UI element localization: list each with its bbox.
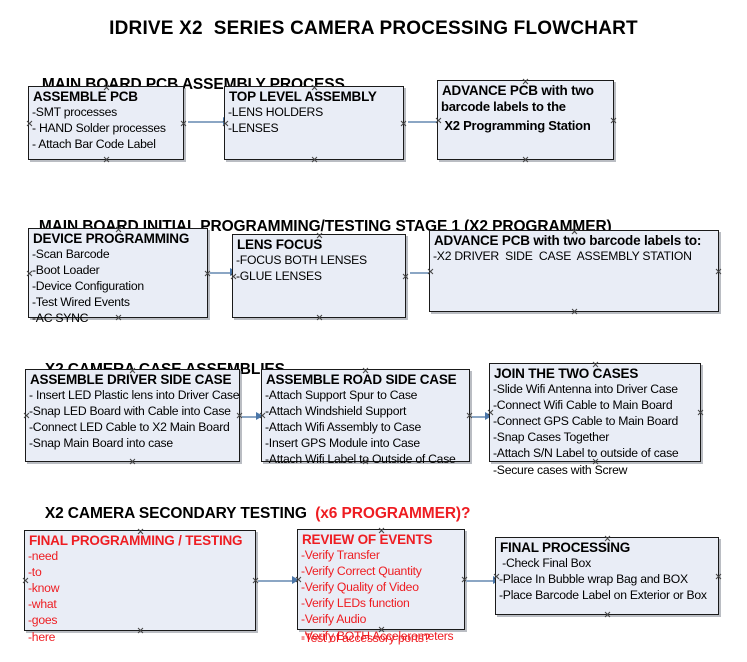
node-title: FINAL PROGRAMMING / TESTING xyxy=(29,533,243,548)
node-line: -Check Final Box xyxy=(499,556,591,571)
node-title: TOP LEVEL ASSEMBLY xyxy=(229,89,377,104)
node-title: FINAL PROCESSING xyxy=(500,540,631,555)
node-final-programming-testing[interactable]: FINAL PROGRAMMING / TESTING -need -to -k… xyxy=(24,530,256,644)
node-advance-pcb-to-x2-programming-station[interactable]: ADVANCE PCB with two barcode labels to t… xyxy=(437,80,614,160)
arrow-shaft xyxy=(188,120,223,123)
arrow-head xyxy=(485,412,492,420)
arrow-shaft xyxy=(242,415,256,418)
node-title: ADVANCE PCB with two xyxy=(442,83,594,98)
node-line: -AC SYNC xyxy=(32,311,89,326)
resize-handle-bottom[interactable] xyxy=(571,308,578,315)
node-line: -Verify Correct Quantity xyxy=(301,564,422,579)
section-heading-text: X2 CAMERA SECONDARY TESTING xyxy=(44,505,312,522)
node-title: ASSEMBLE ROAD SIDE CASE xyxy=(266,372,457,387)
node-line: -Snap Cases Together xyxy=(493,430,610,445)
node-line: -Attach Wifi Label to Outside of Case xyxy=(265,452,456,467)
node-title: REVIEW OF EVENTS xyxy=(302,532,433,547)
page-title: IDRIVE X2 SERIES CAMERA PROCESSING FLOWC… xyxy=(109,18,638,39)
node-line: -what xyxy=(28,597,57,612)
resize-handle-bottom[interactable] xyxy=(604,611,611,618)
node-line: -Attach Wifi Assembly to Case xyxy=(265,420,421,435)
arrow-shaft xyxy=(258,579,292,582)
arrow-shaft xyxy=(210,271,230,274)
resize-handle-bottom[interactable] xyxy=(129,458,136,465)
node-line: -know xyxy=(28,581,60,596)
node-overflow-line: -Test of accessory ports? xyxy=(301,631,431,645)
node-line: -LENS HOLDERS xyxy=(228,105,323,120)
node-line: -SMT processes xyxy=(32,105,117,120)
node-line: -Verify Audio xyxy=(301,612,367,627)
node-top-level-assembly[interactable]: TOP LEVEL ASSEMBLY -LENS HOLDERS -LENSES xyxy=(224,86,404,160)
arrow-shaft xyxy=(410,271,438,274)
resize-handle-right[interactable] xyxy=(715,268,722,275)
node-review-of-events[interactable]: REVIEW OF EVENTS -Verify Transfer -Verif… xyxy=(297,529,465,645)
node-line: -Attach S/N Label to outside of case xyxy=(493,446,679,461)
node-line: -X2 DRIVER SIDE CASE ASSEMBLY STATION xyxy=(433,249,692,264)
node-final-processing[interactable]: FINAL PROCESSING -Check Final Box -Place… xyxy=(495,537,719,615)
node-assemble-road-side-case[interactable]: ASSEMBLE ROAD SIDE CASE -Attach Support … xyxy=(261,369,470,466)
node-line: -goes xyxy=(28,613,58,628)
node-line: -Verify BOTH Accelerometers xyxy=(301,628,454,643)
node-title: LENS FOCUS xyxy=(237,237,323,252)
node-assemble-driver-side-case[interactable]: ASSEMBLE DRIVER SIDE CASE - Insert LED P… xyxy=(25,369,240,462)
arrow-shaft xyxy=(408,120,441,123)
node-line: -Boot Loader xyxy=(32,263,100,278)
node-title: ASSEMBLE PCB xyxy=(33,89,138,104)
node-line: -Connect GPS Cable to Main Board xyxy=(493,414,679,429)
node-line: -need xyxy=(28,549,58,564)
node-line: - HAND Solder processes xyxy=(32,121,166,136)
arrow-shaft xyxy=(472,415,485,418)
node-line: - Insert LED Plastic lens into Driver Ca… xyxy=(29,388,240,403)
resize-handle-bottom[interactable] xyxy=(316,314,323,321)
node-line: -Snap LED Board with Cable into Case xyxy=(29,404,231,419)
node-line: -Secure cases with Screw xyxy=(493,462,628,477)
section-heading-accent: (x6 PROGRAMMER)? xyxy=(311,505,471,522)
node-line: -Place Barcode Label on Exterior or Box xyxy=(499,588,707,603)
node-line: -Attach Support Spur to Case xyxy=(265,388,418,403)
node-line: -Connect Wifi Cable to Main Board xyxy=(493,398,673,413)
resize-handle-bottom[interactable] xyxy=(103,156,110,163)
arrow-shaft xyxy=(466,579,493,582)
node-line: barcode labels to the xyxy=(441,99,566,115)
node-line: -Device Configuration xyxy=(32,279,144,294)
arrow-driver-case-to-road-case xyxy=(242,412,268,421)
node-line: -Test Wired Events xyxy=(32,295,130,310)
node-title: JOIN THE TWO CASES xyxy=(494,366,639,381)
node-join-the-two-cases[interactable]: JOIN THE TWO CASES -Slide Wifi Antenna i… xyxy=(489,363,701,477)
arrow-final-programming-to-review-of-events xyxy=(258,576,300,585)
node-line: - Attach Bar Code Label xyxy=(32,137,156,152)
node-line: -Place In Bubble wrap Bag and BOX xyxy=(499,572,688,587)
arrow-head xyxy=(256,412,263,420)
node-title: ASSEMBLE DRIVER SIDE CASE xyxy=(30,372,232,387)
node-line: X2 Programming Station xyxy=(441,117,591,133)
node-title: DEVICE PROGRAMMING xyxy=(33,231,190,246)
node-line: -LENSES xyxy=(228,121,279,136)
section-heading-x2-camera-secondary-testing: X2 CAMERA SECONDARY TESTING (x6 PROGRAMM… xyxy=(28,487,471,541)
node-device-programming[interactable]: DEVICE PROGRAMMING -Scan Barcode -Boot L… xyxy=(28,228,208,325)
node-line: -FOCUS BOTH LENSES xyxy=(236,253,367,268)
arrow-road-case-to-join-cases xyxy=(472,412,498,421)
node-line: -Insert GPS Module into Case xyxy=(265,436,420,451)
node-assemble-pcb[interactable]: ASSEMBLE PCB -SMT processes - HAND Solde… xyxy=(28,86,184,160)
node-line: -Snap Main Board into case xyxy=(29,436,173,451)
resize-handle-bottom[interactable] xyxy=(522,156,529,163)
node-title: ADVANCE PCB with two barcode labels to: xyxy=(434,233,702,248)
node-advance-pcb-to-driver-side-case-station[interactable]: ADVANCE PCB with two barcode labels to: … xyxy=(429,230,719,312)
arrow-head xyxy=(292,576,299,584)
node-line: -Slide Wifi Antenna into Driver Case xyxy=(493,382,678,397)
node-line: -Verify Transfer xyxy=(301,548,380,563)
node-line: -Verify LEDs function xyxy=(301,596,410,611)
node-line: -here xyxy=(28,629,56,644)
node-line: -Verify Quality of Video xyxy=(301,580,419,595)
node-line: -Scan Barcode xyxy=(32,247,110,262)
node-line: -GLUE LENSES xyxy=(236,269,322,284)
node-line: -Attach Windshield Support xyxy=(265,404,407,419)
node-line: -to xyxy=(28,565,42,580)
node-lens-focus[interactable]: LENS FOCUS -FOCUS BOTH LENSES -GLUE LENS… xyxy=(232,234,406,318)
resize-handle-bottom[interactable] xyxy=(311,156,318,163)
node-line: -Connect LED Cable to X2 Main Board xyxy=(29,420,230,435)
